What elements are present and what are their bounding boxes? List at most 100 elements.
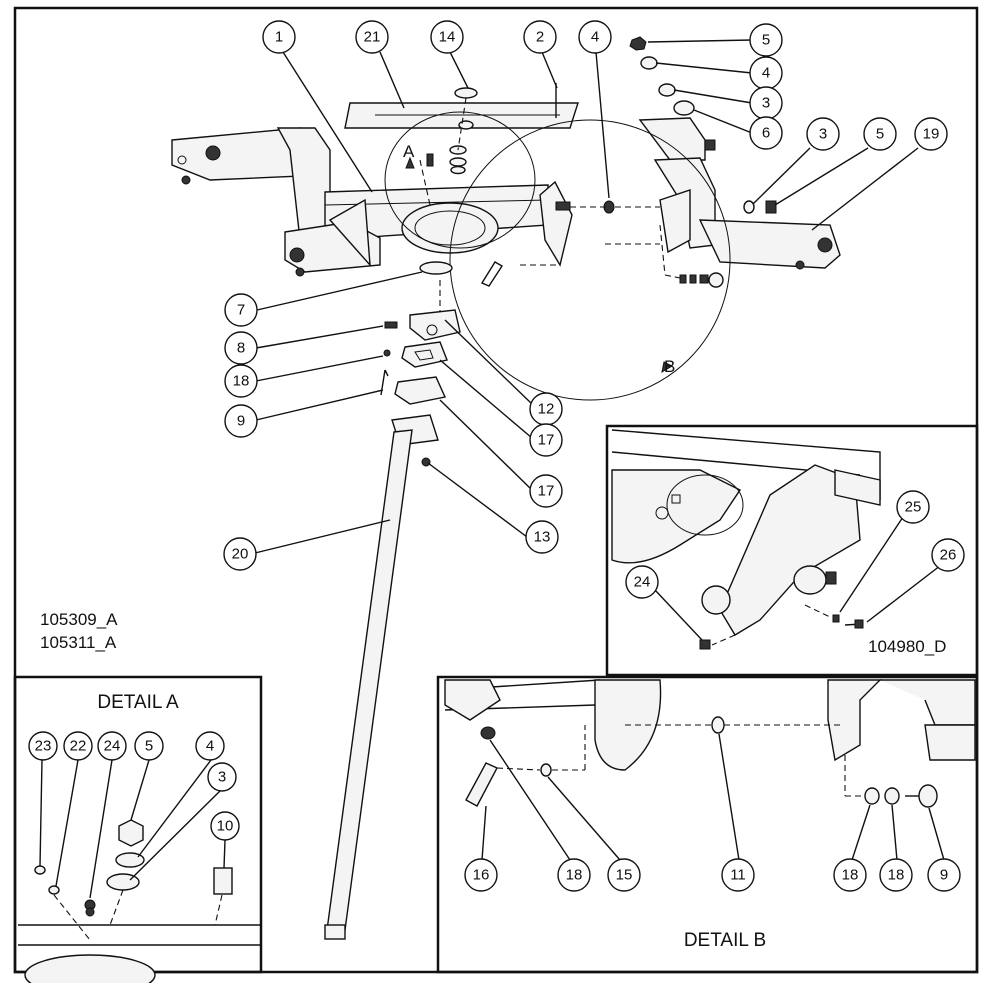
detail-b-disc-left <box>444 679 501 721</box>
svg-text:2: 2 <box>536 29 544 46</box>
detail-a-circle <box>384 111 536 249</box>
inset-spring <box>793 565 827 595</box>
svg-text:26: 26 <box>940 547 957 564</box>
post-foot <box>324 924 346 940</box>
balloon-main-13: 13 <box>525 520 559 554</box>
support-post-20 <box>326 429 413 931</box>
detail-b-nut-18b <box>884 787 900 805</box>
drawing-number-105309: 105309_A <box>40 610 118 629</box>
right-arm-top <box>638 117 706 161</box>
lever-handle <box>480 261 503 287</box>
svg-text:18: 18 <box>842 867 859 884</box>
svg-text:16: 16 <box>473 867 490 884</box>
inset-washer-25 <box>832 614 840 623</box>
detail-a-view <box>18 759 260 988</box>
balloon-main-18: 18 <box>224 364 258 398</box>
block-12 <box>409 309 461 341</box>
balloon-main-19: 19 <box>914 117 948 151</box>
balloon-detail-b-18b: 18 <box>879 858 913 892</box>
bolt-head <box>555 201 571 211</box>
balloon-detail-a-22: 22 <box>63 731 93 761</box>
balloon-main-2: 2 <box>523 20 557 54</box>
balloon-main-9: 9 <box>224 404 258 438</box>
svg-text:23: 23 <box>35 738 52 755</box>
svg-text:4: 4 <box>591 29 599 46</box>
svg-text:3: 3 <box>819 126 827 143</box>
svg-text:5: 5 <box>876 126 884 143</box>
svg-text:15: 15 <box>616 867 633 884</box>
balloon-main-17b: 17 <box>529 474 563 508</box>
detail-b-nut-18a <box>864 787 880 805</box>
left-quadrant <box>328 198 371 268</box>
balloon-detail-a-10: 10 <box>210 811 240 841</box>
balloon-main-8: 8 <box>224 331 258 365</box>
detail-b-title: DETAIL B <box>684 930 766 951</box>
inset-nut-24 <box>699 639 711 650</box>
svg-text:6: 6 <box>762 125 770 142</box>
balloon-inset-24: 24 <box>625 565 659 599</box>
balloon-detail-a-5: 5 <box>134 731 164 761</box>
detail-a-bolt-10 <box>213 867 233 895</box>
balloon-main-5b: 5 <box>863 117 897 151</box>
balloon-main-5a: 5 <box>749 23 783 57</box>
svg-text:18: 18 <box>566 867 583 884</box>
balloon-main-3a: 3 <box>749 86 783 120</box>
balloon-inset-26: 26 <box>931 538 965 572</box>
view-letter-b: B <box>664 357 675 376</box>
balloon-detail-b-18: 18 <box>557 858 591 892</box>
eye-pin <box>708 272 724 288</box>
balloon-main-1: 1 <box>262 20 296 54</box>
balloon-detail-a-4: 4 <box>195 731 225 761</box>
left-arm-knob <box>205 145 221 161</box>
svg-text:8: 8 <box>237 340 245 357</box>
svg-text:18: 18 <box>888 867 905 884</box>
svg-text:22: 22 <box>70 738 87 755</box>
svg-text:12: 12 <box>538 401 555 418</box>
balloon-main-14: 14 <box>430 20 464 54</box>
detail-b-washer-15 <box>540 763 552 777</box>
balloon-main-6: 6 <box>749 116 783 150</box>
washer-14 <box>454 87 478 99</box>
detail-b-view <box>444 679 976 861</box>
right-bracket <box>659 189 691 254</box>
balloon-main-21: 21 <box>355 20 389 54</box>
detail-a-screw-23 <box>34 865 46 875</box>
balloon-detail-b-18a: 18 <box>833 858 867 892</box>
svg-text:9: 9 <box>237 413 245 430</box>
svg-text:13: 13 <box>534 529 551 546</box>
detail-b-bushing-11 <box>711 716 725 734</box>
balloon-main-20: 20 <box>223 537 257 571</box>
balloon-inset-25: 25 <box>896 490 930 524</box>
detail-b-frame <box>436 675 979 974</box>
detail-b-circle <box>449 119 731 401</box>
inset-frame <box>605 424 979 677</box>
svg-text:17: 17 <box>538 483 555 500</box>
svg-text:4: 4 <box>206 738 214 755</box>
nut-5-right <box>765 200 777 214</box>
detail-a-arrow <box>405 156 415 169</box>
drawing-number-105311: 105311_A <box>40 633 117 652</box>
washer-3-right <box>743 200 755 214</box>
inset-bolt-26 <box>854 619 864 629</box>
svg-text:24: 24 <box>104 738 121 755</box>
detail-a-washer-4 <box>115 852 145 868</box>
balloon-detail-a-23: 23 <box>28 731 58 761</box>
detail-b-arrow <box>661 361 674 374</box>
svg-text:11: 11 <box>730 867 746 884</box>
balloon-main-12: 12 <box>529 392 563 426</box>
detail-a-title: DETAIL A <box>97 692 179 713</box>
inset-view <box>611 429 946 650</box>
detail-a-disc <box>24 954 156 988</box>
main-assembly: A B <box>171 36 841 940</box>
svg-text:3: 3 <box>762 95 770 112</box>
washer-4-top <box>640 56 658 70</box>
main-leaders <box>254 39 919 554</box>
view-letter-a: A <box>403 142 415 161</box>
svg-text:21: 21 <box>364 29 381 46</box>
balloon-main-4b: 4 <box>749 56 783 90</box>
svg-text:18: 18 <box>233 373 250 390</box>
nut-5-top <box>629 36 647 51</box>
pin-8 <box>384 321 398 329</box>
balloon-main-17a: 17 <box>529 423 563 457</box>
svg-text:19: 19 <box>923 126 940 143</box>
